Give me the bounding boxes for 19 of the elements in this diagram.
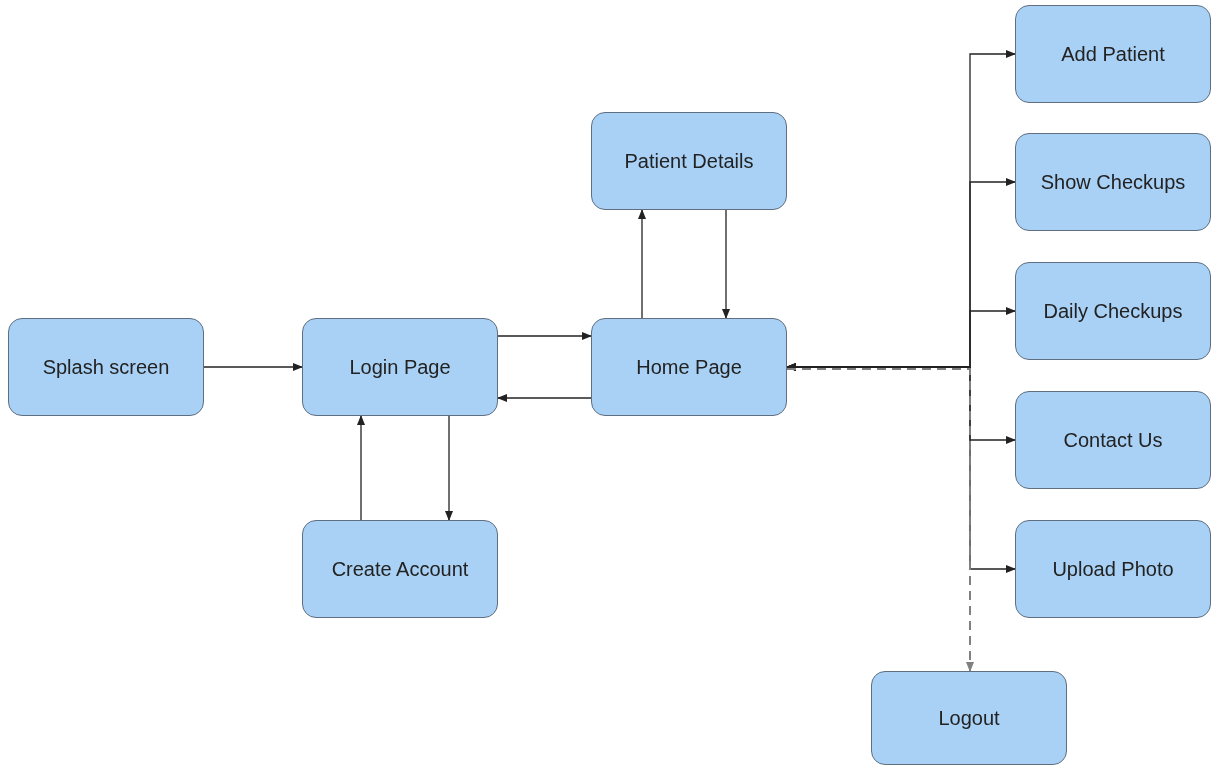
process-box: Create Account	[302, 520, 498, 618]
process-box: Splash screen	[8, 318, 204, 416]
process-box: Upload Photo	[1015, 520, 1211, 618]
arrow	[497, 394, 592, 402]
process-box: Patient Details	[591, 112, 787, 210]
process-box: Logout	[871, 671, 1067, 765]
process-box: Login Page	[302, 318, 498, 416]
arrow	[722, 209, 730, 319]
arrow	[203, 363, 303, 371]
process-box: Show Checkups	[1015, 133, 1211, 231]
arrow	[638, 209, 646, 319]
process-box: Home Page	[591, 318, 787, 416]
process-box: Add Patient	[1015, 5, 1211, 103]
arrow	[357, 415, 365, 521]
arrow	[497, 332, 592, 340]
process-box: Contact Us	[1015, 391, 1211, 489]
arrow	[445, 415, 453, 521]
arrow	[786, 368, 974, 672]
process-box: Daily Checkups	[1015, 262, 1211, 360]
